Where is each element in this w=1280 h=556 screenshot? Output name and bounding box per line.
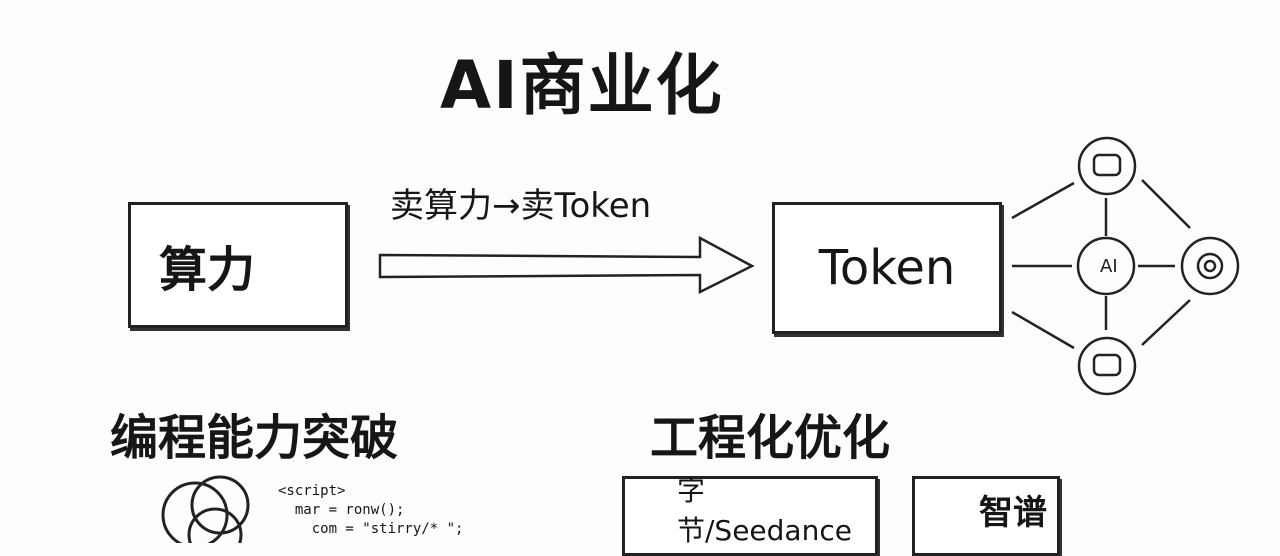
ai-node-label: AI — [1100, 256, 1118, 277]
engineering-heading: 工程化优化 — [650, 410, 891, 466]
bytedance-label: 字节/Seedance — [677, 474, 852, 547]
code-line: mar = ronw(); — [278, 502, 405, 518]
robot-node-bottom — [1077, 336, 1137, 396]
code-line: com = "stirry/* "; — [278, 521, 464, 537]
bytedance-badge: 字节/Seedance — [622, 474, 878, 556]
gear-icon — [1196, 252, 1224, 280]
coding-heading: 编程能力突破 — [110, 410, 399, 466]
big-arrow — [378, 235, 755, 295]
ai-node — [1076, 236, 1136, 296]
robot-icon — [1092, 353, 1122, 377]
openai-logo-icon — [161, 475, 250, 543]
zhipu-badge: 智谱 — [912, 476, 1060, 556]
token-label: Token — [818, 240, 956, 296]
token-box: Token — [772, 202, 1002, 334]
arrow-robot2-gear — [1141, 299, 1191, 346]
robot-icon — [1092, 153, 1122, 177]
code-line: <script> — [278, 483, 346, 499]
robot-node-top — [1077, 136, 1137, 196]
compute-box: 算力 — [128, 202, 348, 328]
arrow-robot-gear — [1141, 179, 1191, 229]
gear-node — [1180, 236, 1240, 296]
flow-label: 卖算力→卖Token — [390, 186, 652, 226]
arrow-to-robot-bottom — [1011, 310, 1075, 350]
compute-label: 算力 — [159, 242, 256, 298]
zhipu-label: 智谱 — [979, 492, 1047, 533]
code-snippet: <script> mar = ronw(); com = "stirry/* "… — [278, 482, 463, 539]
page-title: AI商业化 — [440, 47, 724, 124]
arrow-to-robot-top — [1011, 181, 1075, 220]
